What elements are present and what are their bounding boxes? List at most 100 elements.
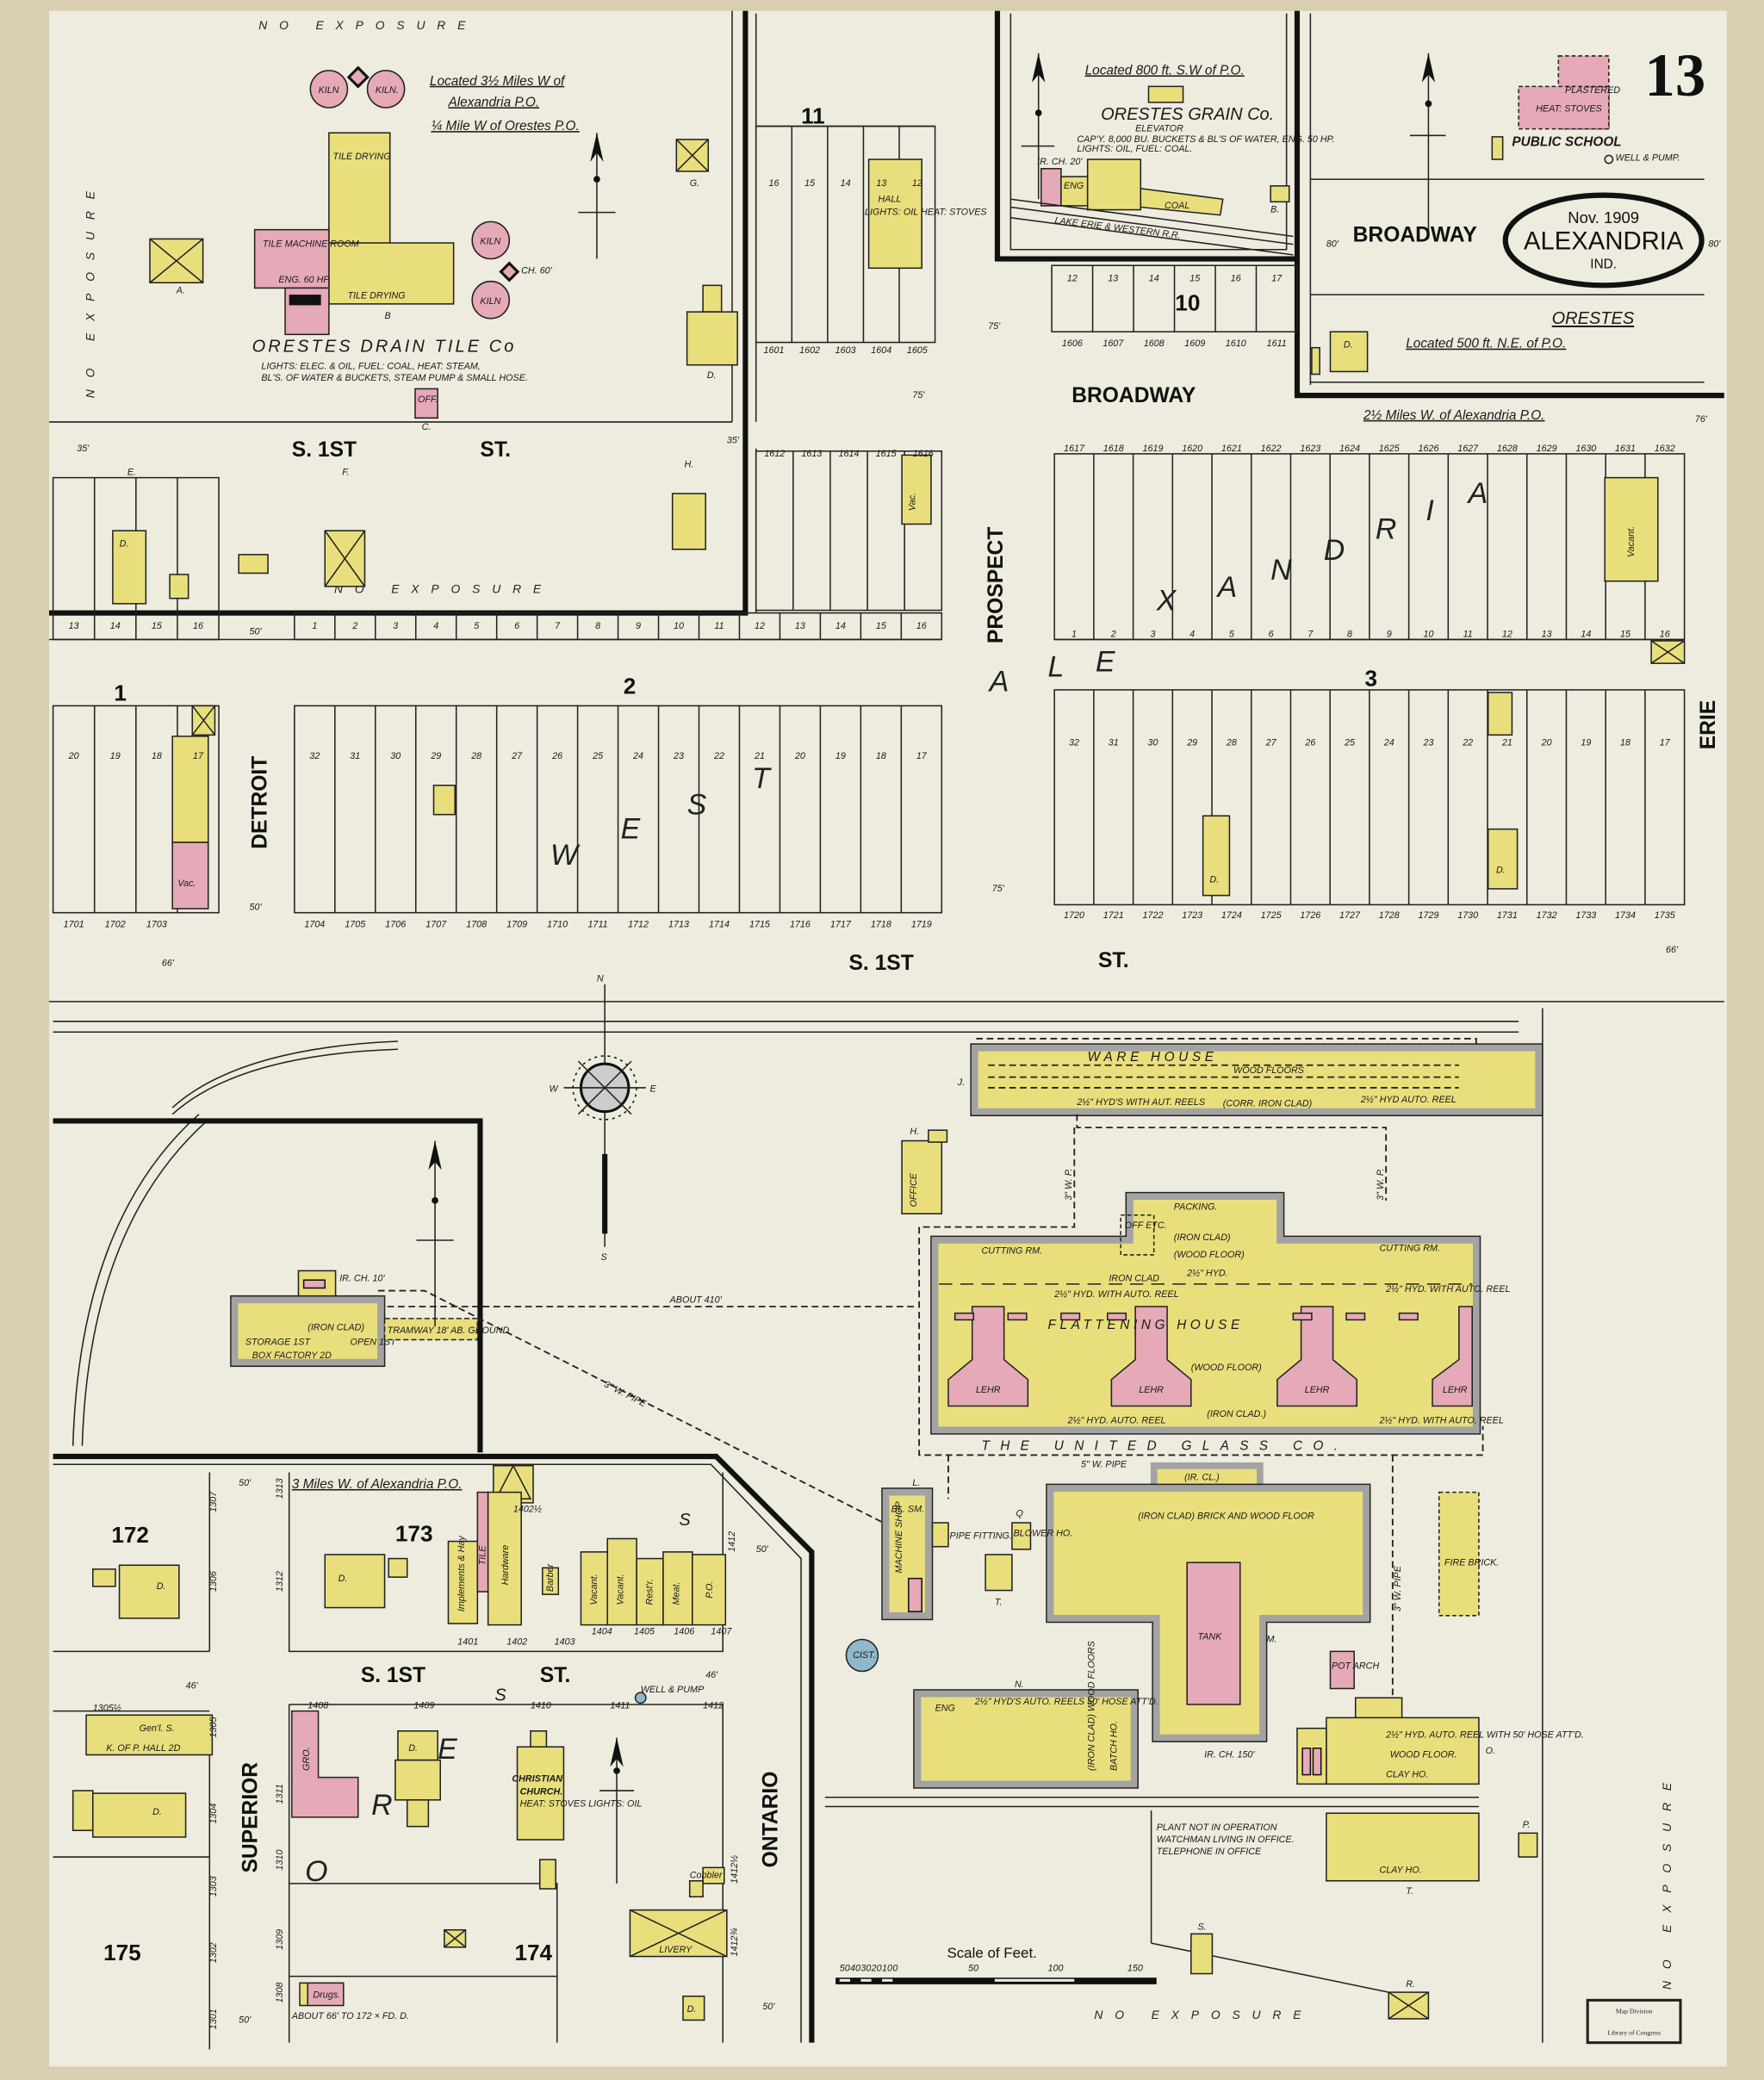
map-label: OFF ETC. [1125, 1220, 1167, 1231]
map-label: Map Division [1616, 2008, 1653, 2015]
street-address: 1402 [506, 1637, 527, 1648]
lot-number: 2 [1110, 629, 1116, 639]
lot-number: 10 [674, 621, 684, 631]
map-label: 75' [912, 390, 925, 400]
map-label: TILE DRYING [347, 291, 405, 301]
street-address: 1602 [799, 345, 820, 356]
map-label: (WOOD FLOOR) [1174, 1250, 1245, 1260]
scale-tick: 100 [1047, 1963, 1063, 1973]
map-label: O [305, 1855, 330, 1888]
map-label: 80' [1326, 239, 1339, 250]
street-address: 1402½ [513, 1505, 542, 1515]
map-label: ST. [1098, 949, 1129, 972]
street-address: 1619 [1142, 444, 1163, 454]
map-label: I [1425, 494, 1437, 527]
map-label: PUBLIC SCHOOL [1512, 135, 1621, 150]
title-cartouche: Nov. 1909 ALEXANDRIA IND. [1502, 192, 1705, 289]
map-label: TILE DRYING [333, 152, 391, 162]
pit [953, 1312, 975, 1321]
map-label: 172 [111, 1522, 149, 1548]
lot-number: 8 [1347, 629, 1352, 639]
lot-number: 15 [1189, 274, 1201, 284]
north-arrow-icon [599, 1737, 635, 1884]
street-address: 1716 [790, 920, 811, 930]
street-address: 1618 [1103, 444, 1124, 454]
map-label: T. [1406, 1886, 1413, 1897]
map-label: (IRON CLAD) WOOD FLOORS [1086, 1640, 1096, 1771]
street-address: 1613 [801, 449, 822, 459]
map-label: D. [339, 1574, 348, 1584]
map-label: E [438, 1733, 460, 1766]
lot-number: 14 [835, 621, 846, 631]
lot-number: 19 [110, 751, 121, 761]
map-label: 66' [1666, 945, 1679, 955]
plant-note: PLANT NOT IN OPERATION [1157, 1822, 1277, 1833]
street-address: 1310 [275, 1849, 285, 1870]
lot-number: 1 [312, 621, 317, 631]
drain-tile-title: ORESTES DRAIN TILE Co [252, 337, 517, 356]
map-label: G. [690, 178, 699, 189]
north-arrow-icon [578, 133, 616, 259]
map-label: F. [342, 468, 349, 478]
cartouche-state: IND. [1590, 257, 1617, 271]
street-names: S. 1ST ST. BROADWAY BROADWAY PROSPECT DE… [239, 224, 1720, 1873]
lehr-label: LEHR [976, 1385, 1001, 1395]
map-label: FIRE BRICK. [1444, 1557, 1499, 1568]
map-label: 35' [77, 444, 90, 454]
street-address: 1622 [1261, 444, 1282, 454]
street-address: 1412 [703, 1701, 724, 1711]
map-label: D. [707, 370, 717, 381]
map-label: 50' [762, 2002, 775, 2012]
map-label: KILN. [376, 85, 399, 96]
map-label: S [601, 1252, 608, 1263]
map-label: 3" W. PIPE [1393, 1565, 1403, 1611]
street-detroit: DETROIT [249, 756, 272, 849]
map-label: WOOD FLOOR. [1390, 1750, 1457, 1760]
map-label: E [650, 1084, 657, 1095]
lot-number: 12 [912, 178, 922, 189]
map-label: W [550, 839, 581, 872]
street-s-first: S. 1ST [292, 438, 357, 462]
lot-number: 16 [1660, 629, 1670, 639]
map-label: H. [685, 459, 694, 469]
street-address: 1410 [531, 1701, 551, 1711]
scale-tick: 0 [892, 1963, 898, 1973]
lot-number: 20 [68, 751, 79, 761]
map-label: WOOD FLOORS [1233, 1065, 1305, 1076]
scale-tick: 20 [871, 1963, 882, 1973]
map-label: O. [1486, 1746, 1495, 1756]
location-note: 3 Miles W. of Alexandria P.O. [292, 1477, 463, 1492]
street-address: 1625 [1379, 444, 1401, 454]
street-address: 1623 [1300, 444, 1320, 454]
kiln [309, 70, 349, 109]
lot-number: 29 [430, 751, 441, 761]
lot-number: 8 [595, 621, 600, 631]
street-address: 1629 [1537, 444, 1557, 454]
lot-number: 27 [1265, 738, 1277, 748]
map-label: 11 [801, 102, 825, 128]
street-address: 1711 [588, 920, 608, 930]
street-address: 1306 [208, 1571, 219, 1592]
map-label: A [1216, 571, 1240, 604]
street-address: 1305½ [93, 1704, 121, 1714]
street-address: 1701 [64, 920, 84, 930]
map-label: IR. CH. 10' [339, 1274, 385, 1284]
map-label: X [1156, 585, 1179, 618]
map-label: 66' [162, 958, 175, 968]
street-address: 1405 [634, 1626, 655, 1636]
map-label: 50' [249, 626, 262, 636]
map-label: 2½" HYD'S AUTO. REELS 50' HOSE ATT'D. [974, 1697, 1158, 1707]
lot-number: 14 [110, 621, 121, 631]
map-label: (IRON CLAD) BRICK AND WOOD FLOOR [1138, 1511, 1314, 1521]
street-broadway: BROADWAY [1071, 384, 1196, 407]
map-label: A [988, 666, 1012, 699]
map-label: T. [995, 1597, 1003, 1607]
map-label: KILN [319, 85, 339, 96]
lehr-label: LEHR [1139, 1385, 1164, 1395]
map-label: 173 [395, 1521, 433, 1547]
map-label: IR. CH. 150' [1204, 1750, 1255, 1760]
plant-note: WATCHMAN LIVING IN OFFICE. [1157, 1835, 1295, 1845]
street-address: 1720 [1064, 910, 1084, 921]
